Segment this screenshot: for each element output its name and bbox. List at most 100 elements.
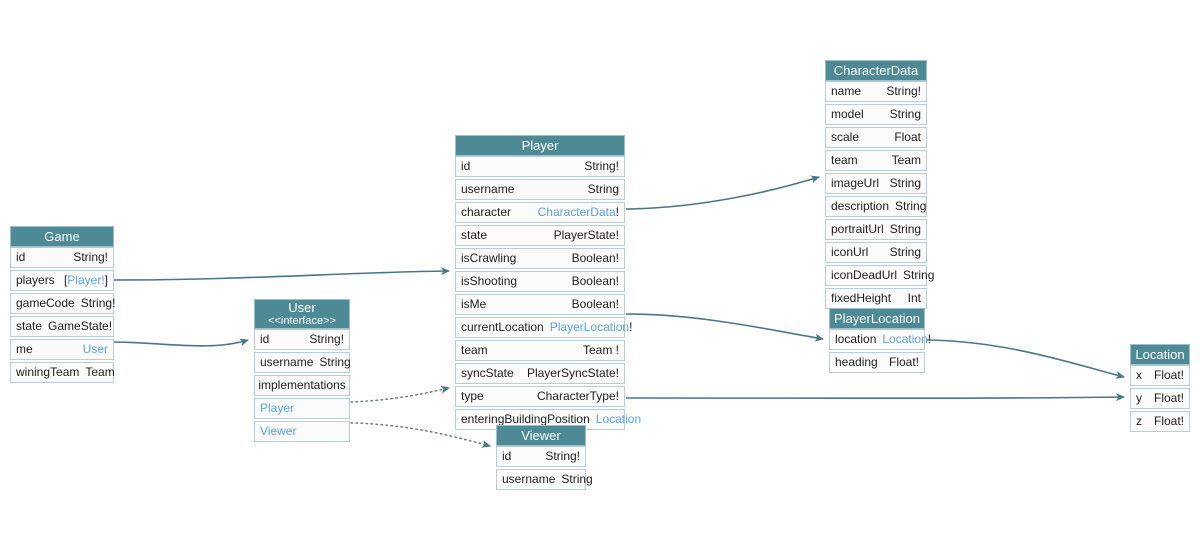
entity-viewer[interactable]: Viewer id String! username String — [496, 425, 593, 490]
field-type: String — [889, 222, 922, 236]
field-row[interactable]: Player — [254, 398, 350, 419]
field-row[interactable]: id String! — [10, 247, 114, 268]
edge-game-me-to-user — [113, 338, 249, 347]
field-type: Location — [590, 413, 641, 426]
field-type: String! — [545, 449, 580, 463]
field-type: String! — [584, 159, 619, 173]
edge-user-implements-player — [350, 385, 450, 403]
field-name: iconDeadUrl — [831, 268, 898, 282]
edge-player-character-to-characterdata — [625, 175, 820, 210]
field-type: String — [895, 199, 927, 213]
field-type: PlayerState! — [553, 228, 619, 242]
field-type: PlayerLocation! — [549, 320, 633, 334]
entity-header-playerlocation: PlayerLocation — [829, 308, 925, 329]
field-type: String! — [80, 296, 116, 310]
entity-title: Viewer — [521, 427, 561, 443]
field-type: String — [889, 176, 921, 190]
field-row[interactable]: players[Player!] — [10, 270, 114, 291]
field-name: imageUrl — [831, 176, 880, 190]
field-name: isMe — [461, 297, 487, 311]
field-name: username — [461, 182, 515, 196]
field-row[interactable]: y Float! — [1130, 388, 1190, 409]
field-name: heading — [835, 355, 878, 369]
field-name: me — [16, 342, 33, 356]
field-row[interactable]: team Team — [825, 150, 927, 171]
field-name: type — [461, 389, 484, 403]
field-type: String — [889, 245, 921, 259]
field-type: Location! — [882, 332, 932, 346]
field-row[interactable]: id String! — [496, 446, 586, 467]
field-row[interactable]: portraitUrl String — [825, 219, 927, 240]
field-row[interactable]: isCrawling Boolean! — [455, 248, 625, 269]
field-row[interactable]: me User — [10, 339, 114, 360]
field-type: CharacterData! — [537, 205, 619, 219]
field-name: team — [831, 153, 858, 167]
field-row[interactable]: username String — [496, 469, 593, 490]
field-name: portraitUrl — [831, 222, 884, 236]
field-name: model — [831, 107, 864, 121]
field-name: id — [16, 250, 26, 264]
field-name: username — [502, 472, 556, 486]
field-type: Boolean! — [571, 251, 619, 265]
field-row[interactable]: username String — [455, 179, 625, 200]
field-row[interactable]: heading Float! — [829, 352, 925, 373]
entity-title: Player — [521, 137, 559, 153]
field-name: isCrawling — [461, 251, 517, 265]
field-row[interactable]: imageUrl String — [825, 173, 927, 194]
field-type: String — [561, 472, 593, 486]
entity-title: CharacterData — [833, 62, 919, 78]
entity-header-game: Game — [10, 226, 114, 247]
field-row[interactable]: Viewer — [254, 421, 350, 442]
field-type: Float! — [1153, 368, 1184, 382]
field-type-reference: Location — [595, 412, 642, 426]
field-name: winingTeam — [16, 365, 80, 379]
edge-player-enteringbuildingposition-to-location — [625, 393, 1125, 402]
field-type: Float! — [1153, 391, 1184, 405]
field-type: Float! — [888, 355, 919, 369]
entity-header-location: Location — [1130, 344, 1190, 365]
field-name: id — [502, 449, 512, 463]
field-row[interactable]: implementations — [254, 375, 350, 396]
field-type: Boolean! — [571, 274, 619, 288]
field-type: String! — [73, 250, 108, 264]
field-name: y — [1136, 391, 1142, 405]
field-type: Float — [894, 130, 921, 144]
field-name: x — [1136, 368, 1142, 382]
field-row[interactable]: x Float! — [1130, 365, 1190, 386]
field-type: Team — [891, 153, 921, 167]
field-type: String — [587, 182, 619, 196]
field-name: players — [16, 273, 55, 287]
field-type: String — [319, 355, 351, 369]
field-type-reference: User — [82, 342, 108, 356]
